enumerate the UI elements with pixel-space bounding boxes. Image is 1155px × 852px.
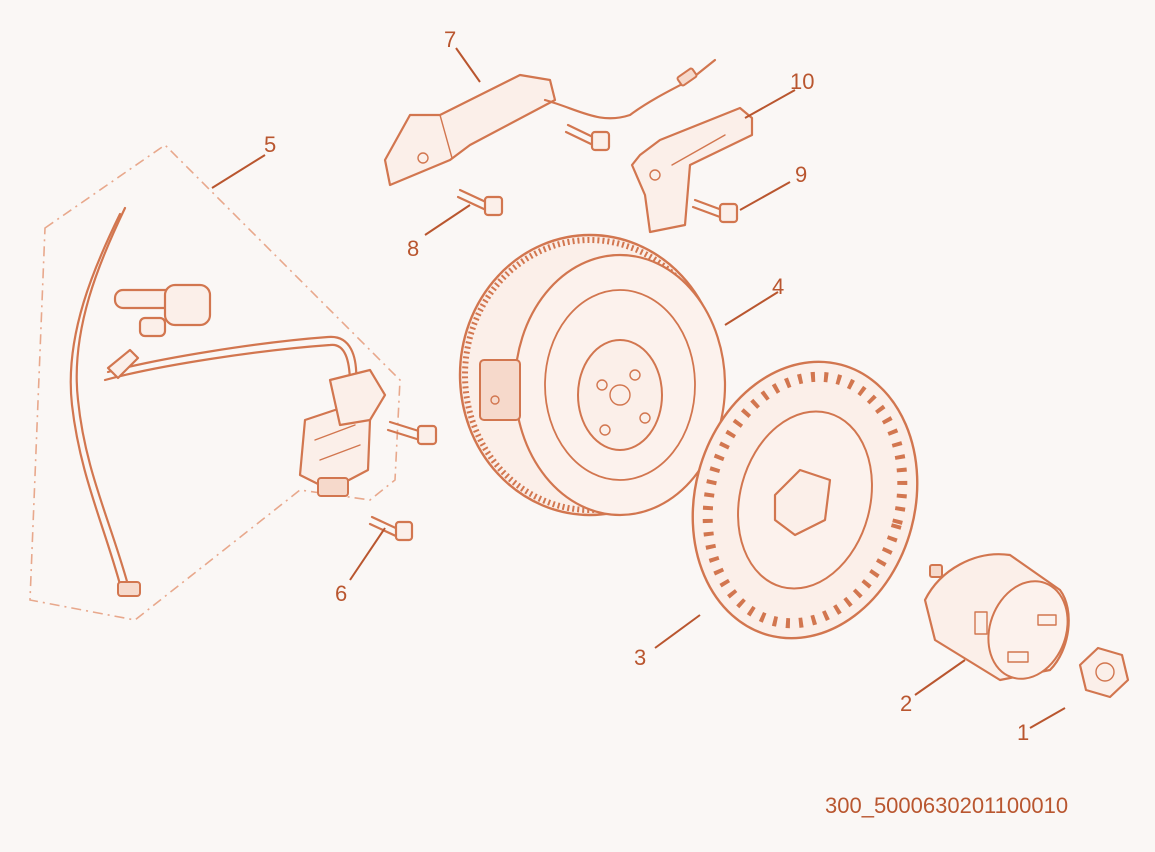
callout-7: 7: [444, 27, 456, 52]
callout-10: 10: [790, 69, 814, 94]
ignition-coil-group-outline: [29, 143, 401, 621]
callout-4: 4: [772, 274, 784, 299]
callout-8: 8: [407, 236, 419, 261]
bolt-coil-upper: [386, 420, 438, 446]
callout-1: 1: [1017, 720, 1029, 745]
bolt-6: [368, 515, 414, 542]
flywheel: [458, 233, 727, 517]
callout-9: 9: [795, 162, 807, 187]
flange-nut: [1078, 646, 1130, 699]
bolt-8: [456, 188, 504, 217]
starter-cup: [923, 553, 1070, 682]
callout-2: 2: [900, 691, 912, 716]
callout-5: 5: [264, 132, 276, 157]
callout-6: 6: [335, 581, 347, 606]
charging-coil: [383, 58, 717, 187]
leader-lines: [211, 47, 1066, 729]
bolt-charging-coil: [564, 123, 611, 152]
ignition-coil: [69, 206, 387, 597]
bracket-10: [630, 106, 754, 234]
diagram-code: 300_5000630201100010: [825, 793, 1069, 818]
bolt-9: [691, 198, 739, 224]
cooling-fan: [691, 360, 919, 640]
callout-3: 3: [634, 645, 646, 670]
